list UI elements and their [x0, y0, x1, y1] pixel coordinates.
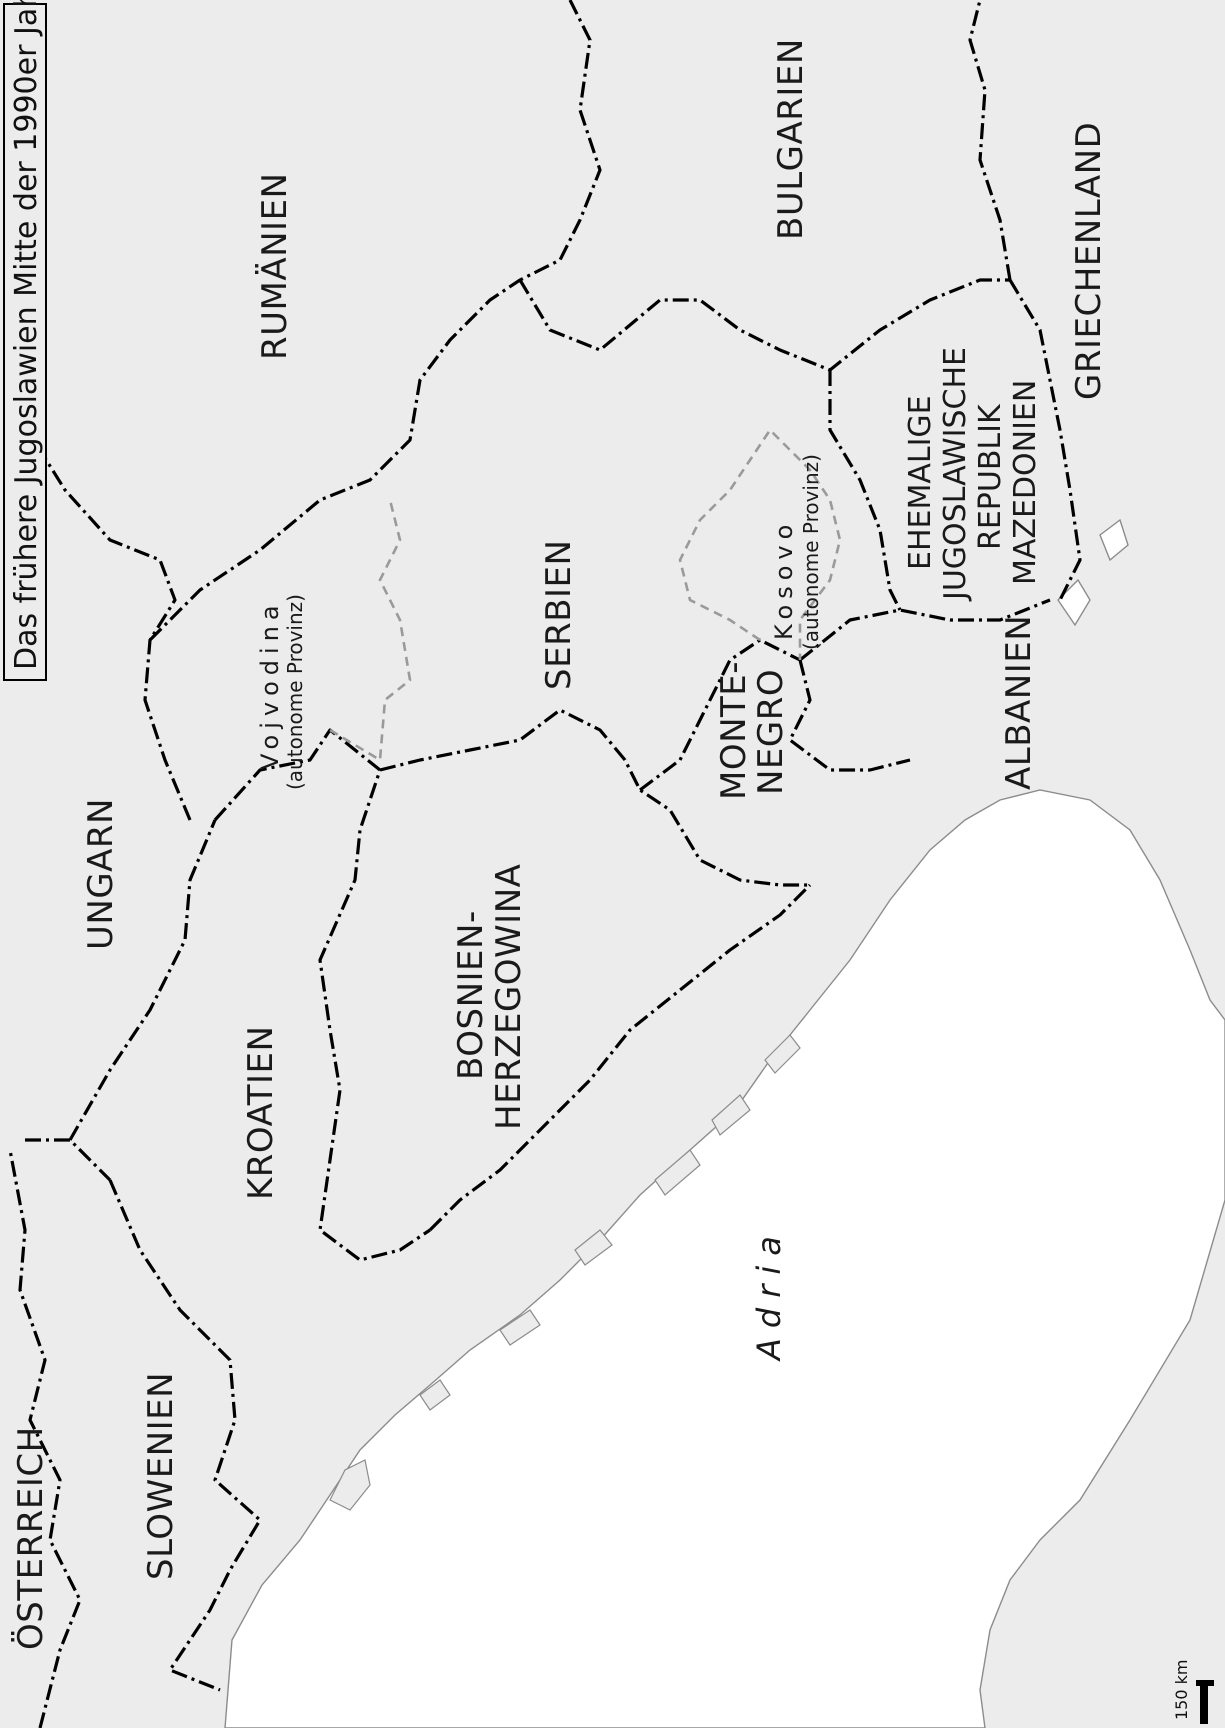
border-montenegro-serbia	[639, 638, 801, 792]
label-vojvodina-sub: (autonome Provinz)	[283, 594, 307, 790]
label-bosnien-2: HERZEGOWINA	[489, 864, 529, 1130]
label-serbien: SERBIEN	[539, 540, 579, 690]
border-croatia-hungary	[68, 819, 217, 1141]
border-croatia-bosnia	[213, 728, 431, 1262]
border-serbia-bulgaria	[518, 278, 1010, 372]
label-kosovo: Kosovo	[770, 519, 798, 640]
island	[711, 1094, 751, 1136]
border-serbia-macedonia	[828, 370, 902, 611]
border-macedonia-greece	[1008, 279, 1082, 601]
map-title: Das frühere Jugoslawien Mitte der 1990er…	[9, 0, 44, 670]
scale-bar	[1200, 1680, 1208, 1724]
border-bosnia-croatia-south	[428, 883, 812, 1232]
border-macedonia-albania	[799, 598, 1051, 662]
scale-label: 150 km	[1172, 1660, 1191, 1720]
label-mazedonien-4: MAZEDONIEN	[1008, 380, 1043, 585]
border-montenegro-albania	[788, 659, 911, 772]
label-kroatien: KROATIEN	[241, 1026, 281, 1200]
island	[419, 1379, 451, 1411]
title-box	[3, 3, 47, 681]
label-albanien: ALBANIEN	[999, 615, 1039, 790]
label-mazedonien-3: REPUBLIK	[973, 403, 1008, 550]
label-kosovo-sub: (autonome Provinz)	[799, 454, 823, 650]
lake-prespa	[1099, 518, 1129, 562]
label-adria: Adria	[750, 1226, 788, 1362]
island	[574, 1229, 613, 1266]
island	[764, 1034, 801, 1074]
border-vojvodina	[329, 499, 412, 763]
label-bosnien-1: BOSNIEN-	[451, 910, 491, 1080]
border-hungary-serbia	[18, 399, 192, 821]
adriatic-sea	[224, 789, 1225, 1728]
island	[654, 1149, 701, 1196]
label-bulgarien: BULGARIEN	[771, 38, 811, 240]
label-ungarn: UNGARN	[81, 798, 121, 950]
label-mazedonien-2: JUGOSLAWISCHE	[938, 347, 973, 602]
label-slowenien: SLOWENIEN	[141, 1372, 181, 1580]
label-oesterreich: ÖSTERREICH	[10, 1426, 51, 1650]
border-bosnia-serbia	[379, 708, 810, 887]
border-bulgaria-greece	[968, 0, 1012, 281]
island	[499, 1309, 541, 1346]
border-kosovo	[678, 427, 842, 660]
label-mazedonien-1: EHEMALIGE	[903, 395, 938, 570]
label-montenegro-1: MONTE-	[714, 661, 754, 800]
label-vojvodina: Vojvodina	[256, 599, 284, 770]
label-montenegro-2: NEGRO	[751, 669, 791, 795]
scale-bar-cap	[1196, 1680, 1214, 1686]
lake-ohrid	[1057, 578, 1091, 627]
border-romania-serbia	[148, 0, 602, 642]
island	[329, 1459, 371, 1511]
label-griechenland: GRIECHENLAND	[1069, 122, 1109, 400]
border-slovenia-austria	[8, 1149, 82, 1728]
label-rumaenien: RUMÄNIEN	[255, 173, 295, 360]
border-slovenia-croatia	[108, 1179, 262, 1692]
